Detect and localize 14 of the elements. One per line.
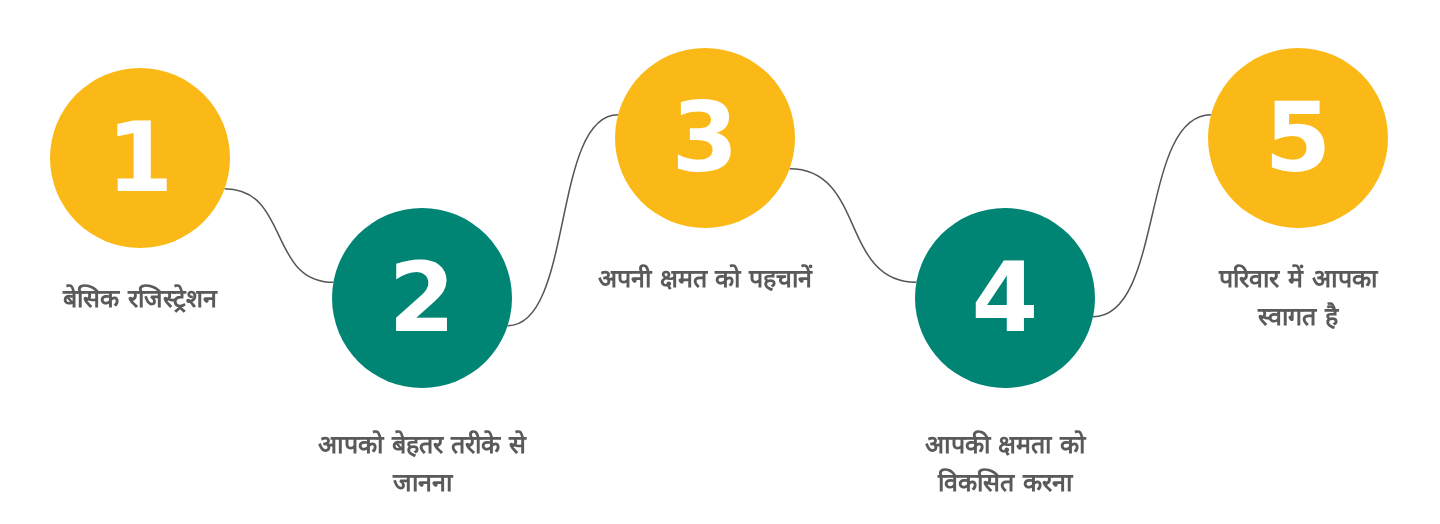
curved-connector bbox=[506, 113, 619, 327]
step-number: 4 bbox=[971, 250, 1039, 346]
step-caption: आपकी क्षमता को विकसित करना bbox=[923, 429, 1088, 499]
curved-connector bbox=[788, 168, 918, 284]
step-number: 5 bbox=[1264, 90, 1332, 186]
step-caption: अपनी क्षमत को पहचानें bbox=[596, 263, 814, 295]
step-number: 2 bbox=[388, 250, 456, 346]
curved-connector bbox=[1092, 113, 1212, 318]
step-caption: परिवार में आपका स्वागत है bbox=[1217, 263, 1379, 333]
step-caption: बेसिक रजिस्ट्रेशन bbox=[61, 283, 219, 315]
curved-connector bbox=[223, 188, 335, 284]
step-caption: आपको बेहतर तरीके से जानना bbox=[316, 429, 528, 499]
step-number: 3 bbox=[671, 90, 739, 186]
step-number: 1 bbox=[106, 110, 174, 206]
